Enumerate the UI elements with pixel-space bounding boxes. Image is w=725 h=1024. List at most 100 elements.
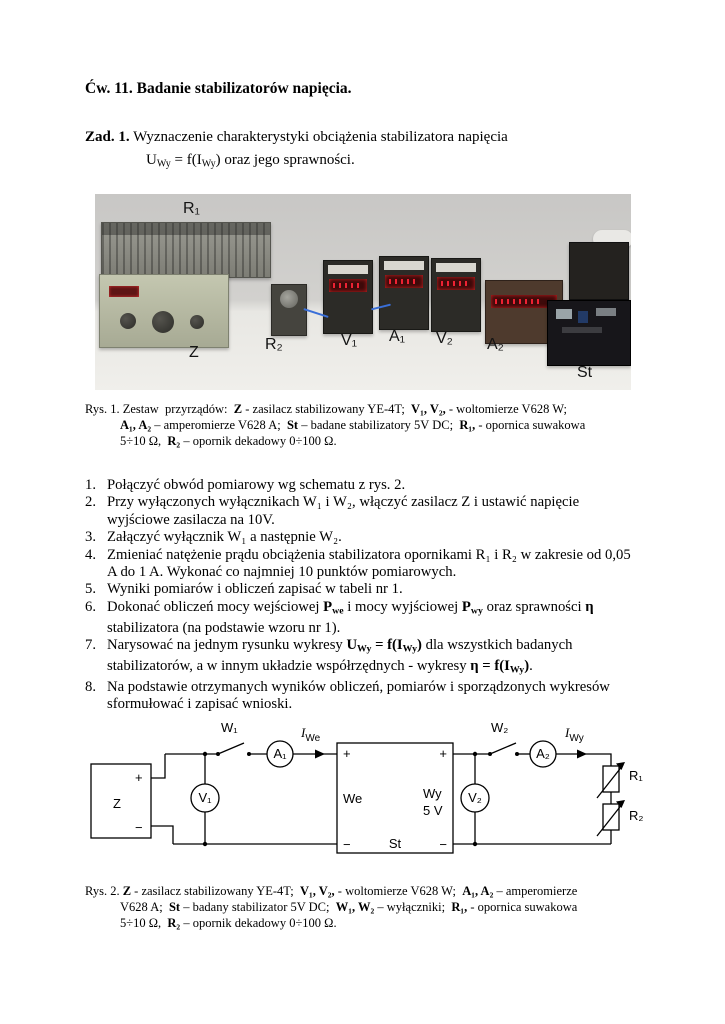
task-formula: UWy = f(IWy) oraz jego sprawności.	[146, 152, 355, 170]
pcb-strip	[562, 327, 602, 333]
heatsink	[556, 309, 572, 319]
instruction-number: 8.	[85, 678, 97, 695]
instruction-number: 2.	[85, 494, 97, 511]
meter-display	[491, 295, 557, 308]
wire	[151, 754, 166, 779]
meter-faceplate	[384, 261, 424, 270]
instruction-number: 3.	[85, 529, 97, 546]
switch-terminal	[515, 752, 519, 756]
heatsink	[596, 308, 616, 316]
instruction-item-4: 4. Zmieniać natężenie prądu obciążenia st…	[85, 547, 642, 582]
variable-arrowhead	[616, 800, 625, 808]
diagram-minus: −	[135, 820, 143, 835]
diagram-label-z: Z	[113, 796, 121, 811]
junction-dot	[202, 751, 208, 757]
current-arrowhead-iwe	[315, 749, 325, 759]
diagram-minus: −	[439, 837, 447, 852]
switch-terminal	[247, 752, 251, 756]
figure1-caption: Rys. 1. Zestaw przyrządów: Z - zasilacz …	[85, 401, 585, 449]
stabilizer-box	[336, 742, 454, 854]
photo-label-st: St	[577, 364, 593, 381]
wire	[151, 825, 174, 844]
switch-w1-blade	[217, 742, 245, 755]
resistor-knob	[280, 290, 298, 308]
caption-line: Rys. 2. Z - zasilacz stabilizowany YE-4T…	[85, 884, 578, 898]
power-supply-z	[99, 274, 229, 348]
instruction-number: 6.	[85, 598, 97, 615]
diagram-label-a1: A₁	[273, 746, 287, 761]
instruction-item-6: 6. Dokonać obliczeń mocy wejściowej Pwe i…	[85, 599, 642, 637]
junction-dot	[202, 841, 208, 847]
instruction-text: Zmieniać natężenie prądu obciążenia stab…	[107, 546, 631, 581]
caption-line: 5÷10 Ω, R₂ – opornik dekadowy 0÷100 Ω.	[120, 434, 337, 448]
variable-arrowhead	[616, 762, 625, 770]
diagram-label-wy: Wy	[423, 786, 442, 801]
circuit-diagram-svg: Z + − V₁ W₁ A₁ IWe + + − − We Wy 5 V St …	[90, 720, 643, 854]
instruction-item-3: 3. Załączyć wyłącznik W₁ a następnie W₂.	[85, 529, 642, 546]
voltmeter-v1	[323, 260, 373, 334]
photo-label-r2: R₂	[265, 336, 283, 353]
caption-line: Rys. 1. Zestaw przyrządów: Z - zasilacz …	[85, 402, 568, 416]
meter-faceplate	[436, 263, 476, 272]
caption-line: A₁, A₂ – amperomierze V628 A; St – badan…	[120, 418, 586, 432]
instruction-text: Przy wyłączonych wyłącznikach W₁ i W₂, w…	[107, 494, 580, 528]
stabilizer-st	[547, 300, 631, 366]
photo-label-v1: V₁	[341, 332, 358, 349]
instruction-text: Dokonać obliczeń mocy wejściowej Pwe i m…	[107, 598, 594, 636]
wire	[556, 753, 612, 766]
diagram-label-w1: W₁	[221, 720, 238, 735]
instruction-item-8: 8. Na podstawie otrzymanych wyników oblic…	[85, 679, 642, 714]
diagram-label-a2: A₂	[536, 746, 550, 761]
instruction-number: 4.	[85, 546, 97, 563]
voltmeter-v2	[431, 258, 481, 332]
diagram-label-iwy: IWy	[564, 725, 584, 744]
current-arrowhead-iwy	[577, 749, 587, 759]
switch-terminal	[216, 752, 220, 756]
instruction-item-5: 5. Wyniki pomiarów i obliczeń zapisać w t…	[85, 581, 642, 598]
meter-display	[437, 277, 475, 290]
diagram-plus: +	[135, 770, 143, 785]
instruction-text: Załączyć wyłącznik W₁ a następnie W₂.	[107, 529, 342, 546]
diagram-minus: −	[343, 837, 351, 852]
z-box	[90, 763, 152, 839]
photo-label-z: Z	[189, 344, 199, 361]
psu-knob	[152, 311, 174, 333]
junction-dot	[472, 841, 478, 847]
meter-display	[329, 279, 367, 292]
exercise-title: Ćw. 11. Badanie stabilizatorów napięcia.	[85, 80, 352, 97]
photo-label-a1: A₁	[389, 328, 406, 345]
instruction-text: Na podstawie otrzymanych wyników oblicze…	[107, 678, 610, 713]
variable-arrow	[596, 802, 624, 837]
diagram-plus: +	[439, 746, 447, 761]
instruction-item-7: 7. Narysować na jednym rysunku wykresy UW…	[85, 637, 642, 679]
task-label: Zad. 1.	[85, 129, 130, 145]
photo-label-r1: R₁	[183, 200, 200, 217]
instruction-text: Wyniki pomiarów i obliczeń zapisać w tab…	[107, 581, 403, 598]
instruction-number: 5.	[85, 581, 97, 598]
caption-line: 5÷10 Ω, R₂ – opornik dekadowy 0÷100 Ω.	[120, 916, 337, 930]
diagram-label-we: We	[343, 791, 362, 806]
black-unit	[569, 242, 629, 300]
decade-resistor-r2	[271, 284, 307, 336]
task-heading: Zad. 1. Wyznaczenie charakterystyki obci…	[85, 129, 508, 146]
instruction-text: Połączyć obwód pomiarowy wg schematu z r…	[107, 477, 406, 493]
diagram-label-r1: R₁	[629, 768, 643, 783]
diagram-plus: +	[343, 746, 351, 761]
figure1-photo: R₁ Z R₂ V₁ A₁ V₂ A₂ St	[95, 194, 631, 390]
diagram-label-r2: R₂	[629, 808, 643, 823]
capacitor	[578, 311, 588, 323]
figure2-caption: Rys. 2. Z - zasilacz stabilizowany YE-4T…	[85, 883, 577, 931]
caption-line: V628 A; St – badany stabilizator 5V DC; …	[120, 900, 578, 914]
meter-display	[385, 275, 423, 288]
instruction-number: 1.	[85, 477, 97, 493]
meter-faceplate	[328, 265, 368, 274]
psu-knob	[120, 313, 136, 329]
instruction-text: Narysować na jednym rysunku wykresy UWy …	[107, 637, 573, 676]
psu-knob	[190, 315, 204, 329]
diagram-label-w2: W₂	[491, 720, 508, 735]
instruction-number: 7.	[85, 637, 97, 654]
diagram-label-st: St	[389, 836, 402, 851]
instruction-item-1: 1. Połączyć obwód pomiarowy wg schematu z…	[85, 477, 642, 494]
junction-dot	[472, 751, 478, 757]
